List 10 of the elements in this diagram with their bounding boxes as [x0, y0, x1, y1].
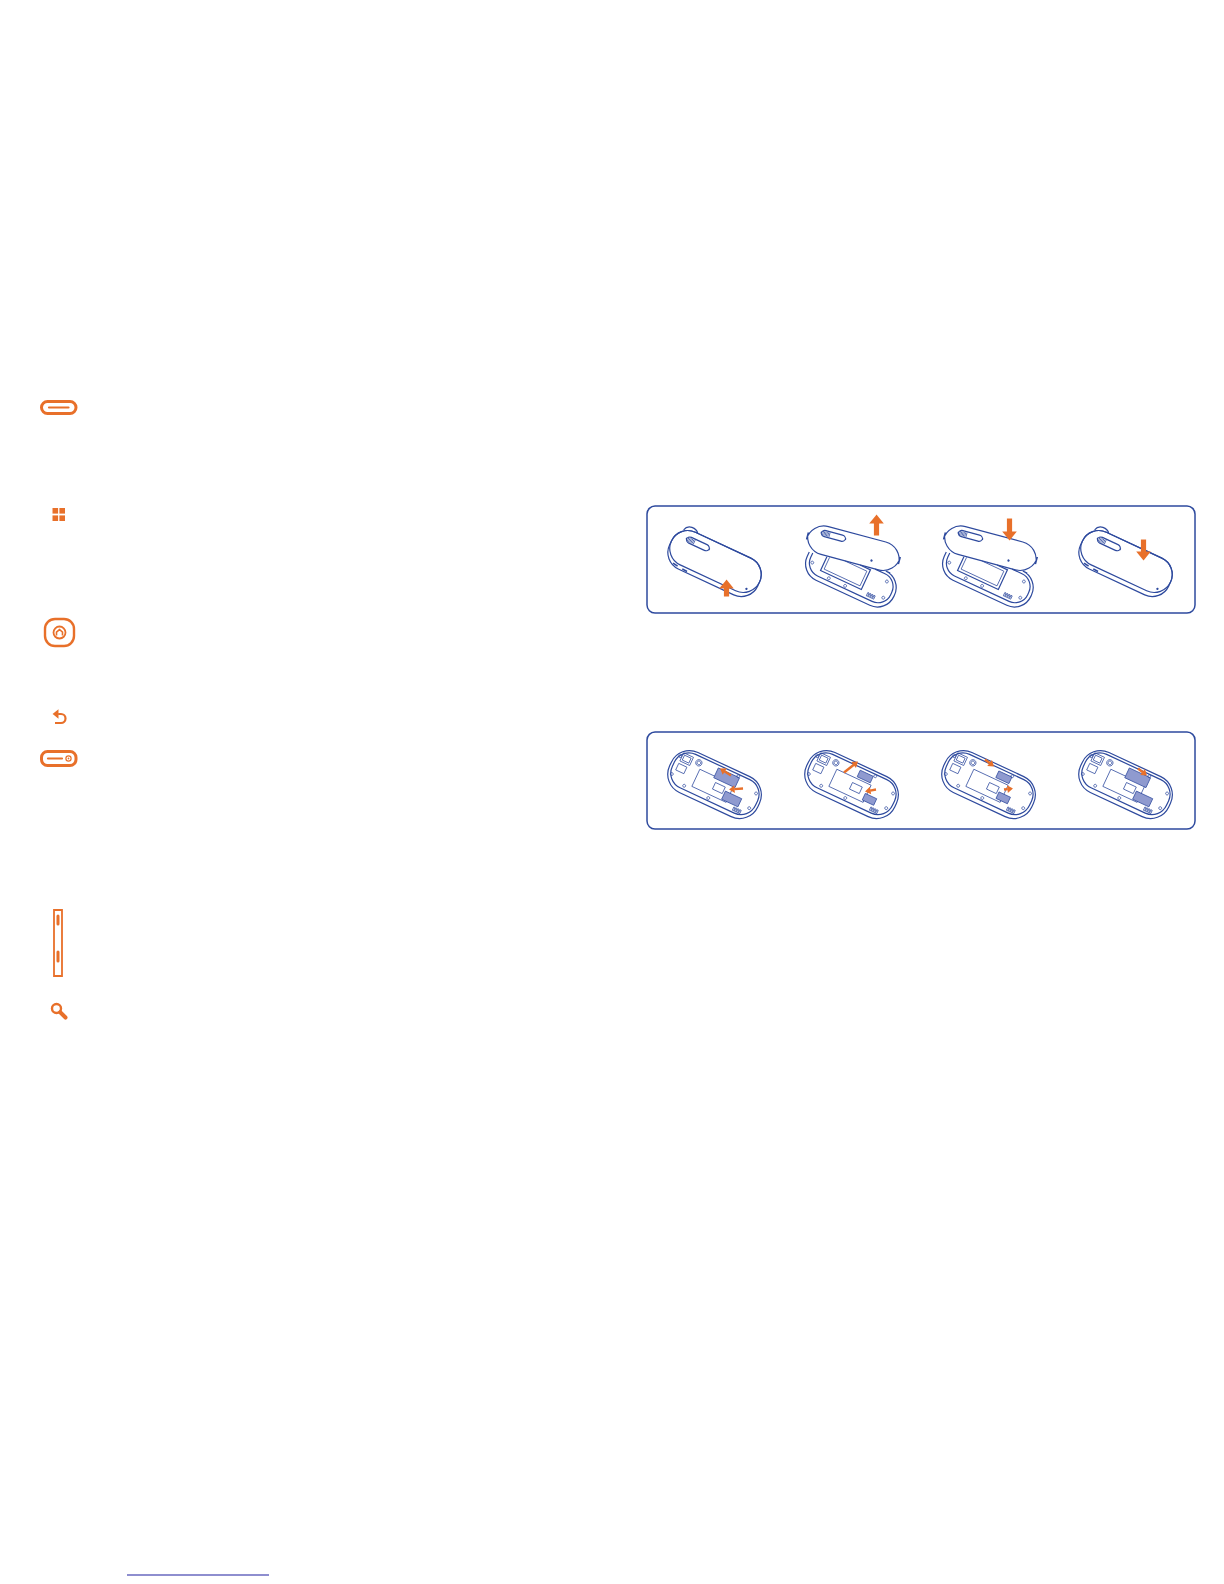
phone-drawing: [672, 526, 748, 590]
phone-drawing: [805, 551, 897, 608]
illustration-panel: [646, 505, 1196, 614]
phone-drawing: [806, 752, 895, 815]
phone-drawing: [669, 752, 758, 815]
illustration-panel: [646, 731, 1196, 830]
phone-drawing: [942, 551, 1034, 608]
phone-drawing: [1083, 526, 1159, 590]
phone-drawing: [943, 752, 1032, 815]
phone-drawing: [1080, 752, 1169, 815]
